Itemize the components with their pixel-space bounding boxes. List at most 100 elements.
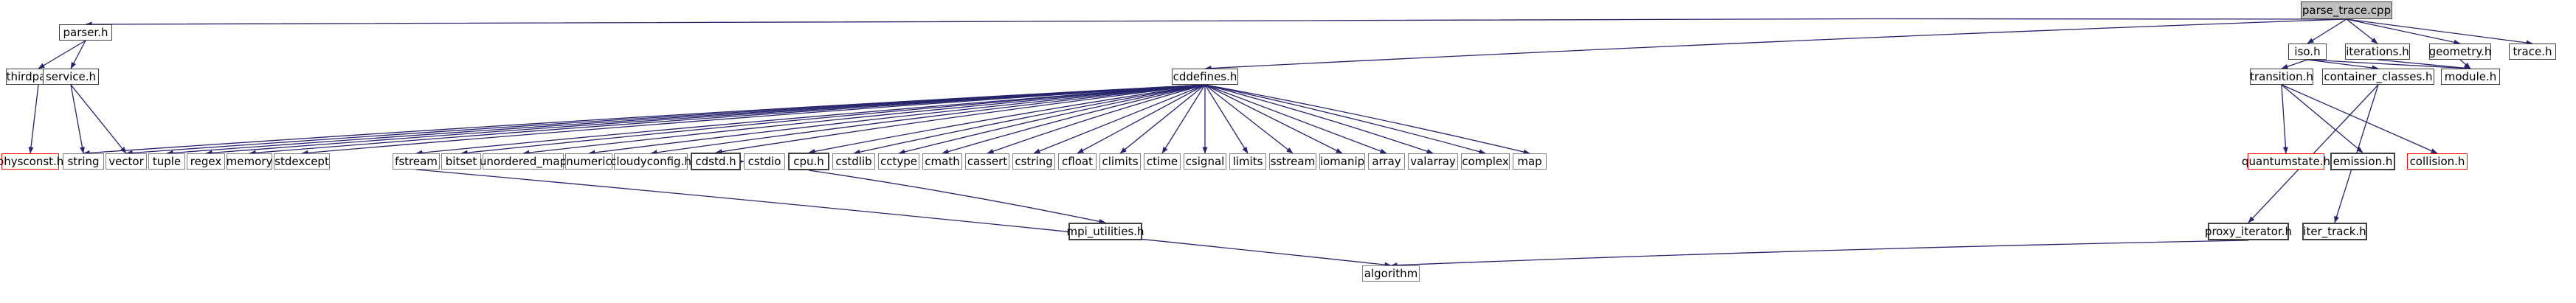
graph-edge-cddefines-h-to-cctype [898, 84, 1206, 155]
graph-node-cstring[interactable]: cstring [1012, 153, 1055, 170]
graph-node-ctime[interactable]: ctime [1144, 153, 1181, 170]
graph-edge-cddefines-h-to-ctime [1161, 84, 1206, 154]
graph-node-memory[interactable]: memory [227, 153, 272, 170]
graph-node-collision-h[interactable]: collision.h [2407, 153, 2468, 170]
graph-edge-cddefines-h-to-iomanip [1204, 84, 1343, 154]
graph-edge-cddefines-h-to-unordered-map [522, 84, 1206, 156]
graph-node-complex[interactable]: complex [1461, 153, 1510, 170]
graph-edge-cddefines-h-to-tuple [166, 84, 1206, 156]
graph-node-transition-h[interactable]: transition.h [2250, 69, 2313, 85]
graph-node-climits[interactable]: climits [1099, 153, 1141, 170]
graph-node-array[interactable]: array [1368, 153, 1405, 170]
graph-node-iso-h[interactable]: iso.h [2288, 43, 2327, 60]
graph-node-fstream[interactable]: fstream [393, 153, 440, 170]
graph-edge-cddefines-h-to-cassert [987, 84, 1206, 154]
graph-edge-parser-h-to-service-h [70, 40, 86, 69]
graph-edge-cddefines-h-to-string [83, 84, 1206, 156]
graph-node-physconst-h[interactable]: physconst.h [0, 153, 63, 170]
graph-node-parser-h[interactable]: parser.h [59, 24, 112, 41]
graph-node-tuple[interactable]: tuple [148, 153, 185, 170]
graph-edge-cddefines-h-to-stdexcept [301, 84, 1206, 156]
graph-node-container-classes-h[interactable]: container_classes.h [2322, 69, 2434, 85]
graph-edge-cddefines-h-to-cstdlib [853, 84, 1206, 155]
graph-node-service-h[interactable]: service.h [43, 69, 99, 85]
graph-node-unordered-map[interactable]: unordered_map [480, 153, 567, 170]
graph-edge-cddefines-h-to-fstream [415, 84, 1206, 156]
graph-edge-service-h-to-vector [70, 84, 127, 154]
graph-node-cloudyconfig-h[interactable]: cloudyconfig.h [610, 153, 691, 170]
graph-edge-iso-h-to-container-classes-h [2307, 59, 2379, 71]
graph-node-valarray[interactable]: valarray [1408, 153, 1458, 170]
graph-edge-parse-trace-cpp-to-iso-h [2307, 18, 2347, 44]
graph-edge-parse-trace-cpp-to-geometry-h [2346, 18, 2461, 45]
graph-edge-cddefines-h-to-array [1204, 84, 1387, 154]
graph-edge-cddefines-h-to-memory [249, 84, 1206, 156]
graph-edge-cddefines-h-to-climits [1119, 84, 1206, 154]
graph-edge-cddefines-h-to-cstring [1033, 84, 1206, 154]
graph-edge-cddefines-h-to-limits [1204, 84, 1249, 154]
graph-node-emission-h[interactable]: emission.h [2330, 153, 2395, 170]
graph-node-bitset[interactable]: bitset [441, 153, 481, 170]
graph-edge-thirdparty-h-to-physconst-h [28, 84, 39, 154]
graph-node-numeric[interactable]: numeric [565, 153, 612, 170]
graph-node-vector[interactable]: vector [106, 153, 147, 170]
graph-node-iterations-h[interactable]: iterations.h [2345, 43, 2410, 60]
graph-edge-cddefines-h-to-cfloat [1077, 84, 1206, 154]
graph-edge-cddefines-h-to-sstream [1204, 84, 1294, 154]
graph-edge-fstream-to-algorithm [415, 169, 1392, 268]
graph-edge-cddefines-h-to-cmath [942, 84, 1206, 154]
graph-edge-iso-h-to-module-h [2307, 59, 2471, 72]
graph-node-sstream[interactable]: sstream [1269, 153, 1316, 170]
graph-node-proxy-iterator-h[interactable]: proxy_iterator.h [2205, 223, 2292, 240]
graph-node-cctype[interactable]: cctype [878, 153, 919, 170]
graph-edge-cddefines-h-to-bitset [460, 84, 1206, 156]
graph-node-quantumstate-h[interactable]: quantumstate.h [2242, 153, 2330, 170]
graph-edge-cddefines-h-to-cpu-h [808, 84, 1206, 154]
graph-node-stdexcept[interactable]: stdexcept [274, 153, 330, 170]
graph-node-cddefines-h[interactable]: cddefines.h [1172, 69, 1238, 85]
graph-node-string[interactable]: string [63, 153, 104, 170]
graph-node-limits[interactable]: limits [1229, 153, 1266, 170]
graph-edge-cddefines-h-to-vector [125, 84, 1206, 156]
graph-node-algorithm[interactable]: algorithm [1362, 265, 1420, 282]
graph-edge-cddefines-h-to-map [1204, 84, 1530, 155]
graph-node-map[interactable]: map [1513, 153, 1547, 170]
graph-edge-cddefines-h-to-valarray [1204, 84, 1434, 154]
graph-node-cdstd-h[interactable]: cdstd.h [691, 153, 741, 170]
graph-node-csignal[interactable]: csignal [1184, 153, 1226, 170]
graph-node-parse-trace-cpp[interactable]: parse_trace.cpp [2301, 1, 2392, 19]
graph-edge-service-h-to-string [70, 84, 85, 154]
graph-node-geometry-h[interactable]: geometry.h [2429, 43, 2491, 60]
graph-edge-parse-trace-cpp-to-trace-h [2346, 18, 2533, 46]
graph-node-cpu-h[interactable]: cpu.h [788, 153, 829, 170]
graph-edge-cddefines-h-to-regex [205, 84, 1206, 156]
graph-edge-cddefines-h-to-complex [1204, 84, 1486, 155]
graph-edge-iterations-h-to-module-h [2377, 59, 2471, 71]
graph-edge-proxy-iterator-h-to-algorithm [1390, 240, 2249, 268]
graph-node-regex[interactable]: regex [187, 153, 225, 170]
graph-node-iter-track-h[interactable]: iter_track.h [2302, 223, 2367, 240]
graph-edge-geometry-h-to-module-h [2459, 59, 2471, 69]
graph-node-cfloat[interactable]: cfloat [1058, 153, 1097, 170]
graph-node-cstdio[interactable]: cstdio [744, 153, 785, 170]
graph-node-cstdlib[interactable]: cstdlib [832, 153, 875, 170]
graph-node-cassert[interactable]: cassert [965, 153, 1009, 170]
graph-node-module-h[interactable]: module.h [2441, 69, 2500, 85]
graph-node-mpi-utilities-h[interactable]: mpi_utilities.h [1066, 223, 1144, 240]
graph-edge-iso-h-to-transition-h [2281, 59, 2308, 69]
graph-edge-parser-h-to-thirdparty-h [38, 40, 86, 69]
graph-edge-transition-h-to-emission-h [2281, 84, 2363, 153]
graph-edge-parse-trace-cpp-to-iterations-h [2346, 18, 2378, 44]
graph-edge-parse-trace-cpp-to-parser-h [85, 18, 2347, 27]
graph-edge-cddefines-h-to-numeric [588, 84, 1206, 156]
graph-edge-transition-h-to-collision-h [2281, 84, 2438, 154]
graph-node-cmath[interactable]: cmath [922, 153, 962, 170]
graph-edge-transition-h-to-quantumstate-h [2281, 84, 2288, 154]
graph-node-trace-h[interactable]: trace.h [2509, 43, 2556, 60]
graph-edge-cddefines-h-to-cloudyconfig-h [650, 84, 1206, 156]
graph-node-iomanip[interactable]: iomanip [1319, 153, 1365, 170]
graph-edge-cddefines-h-to-cdstd-h [715, 84, 1206, 155]
graph-edge-parse-trace-cpp-to-cddefines-h [1204, 18, 2347, 72]
